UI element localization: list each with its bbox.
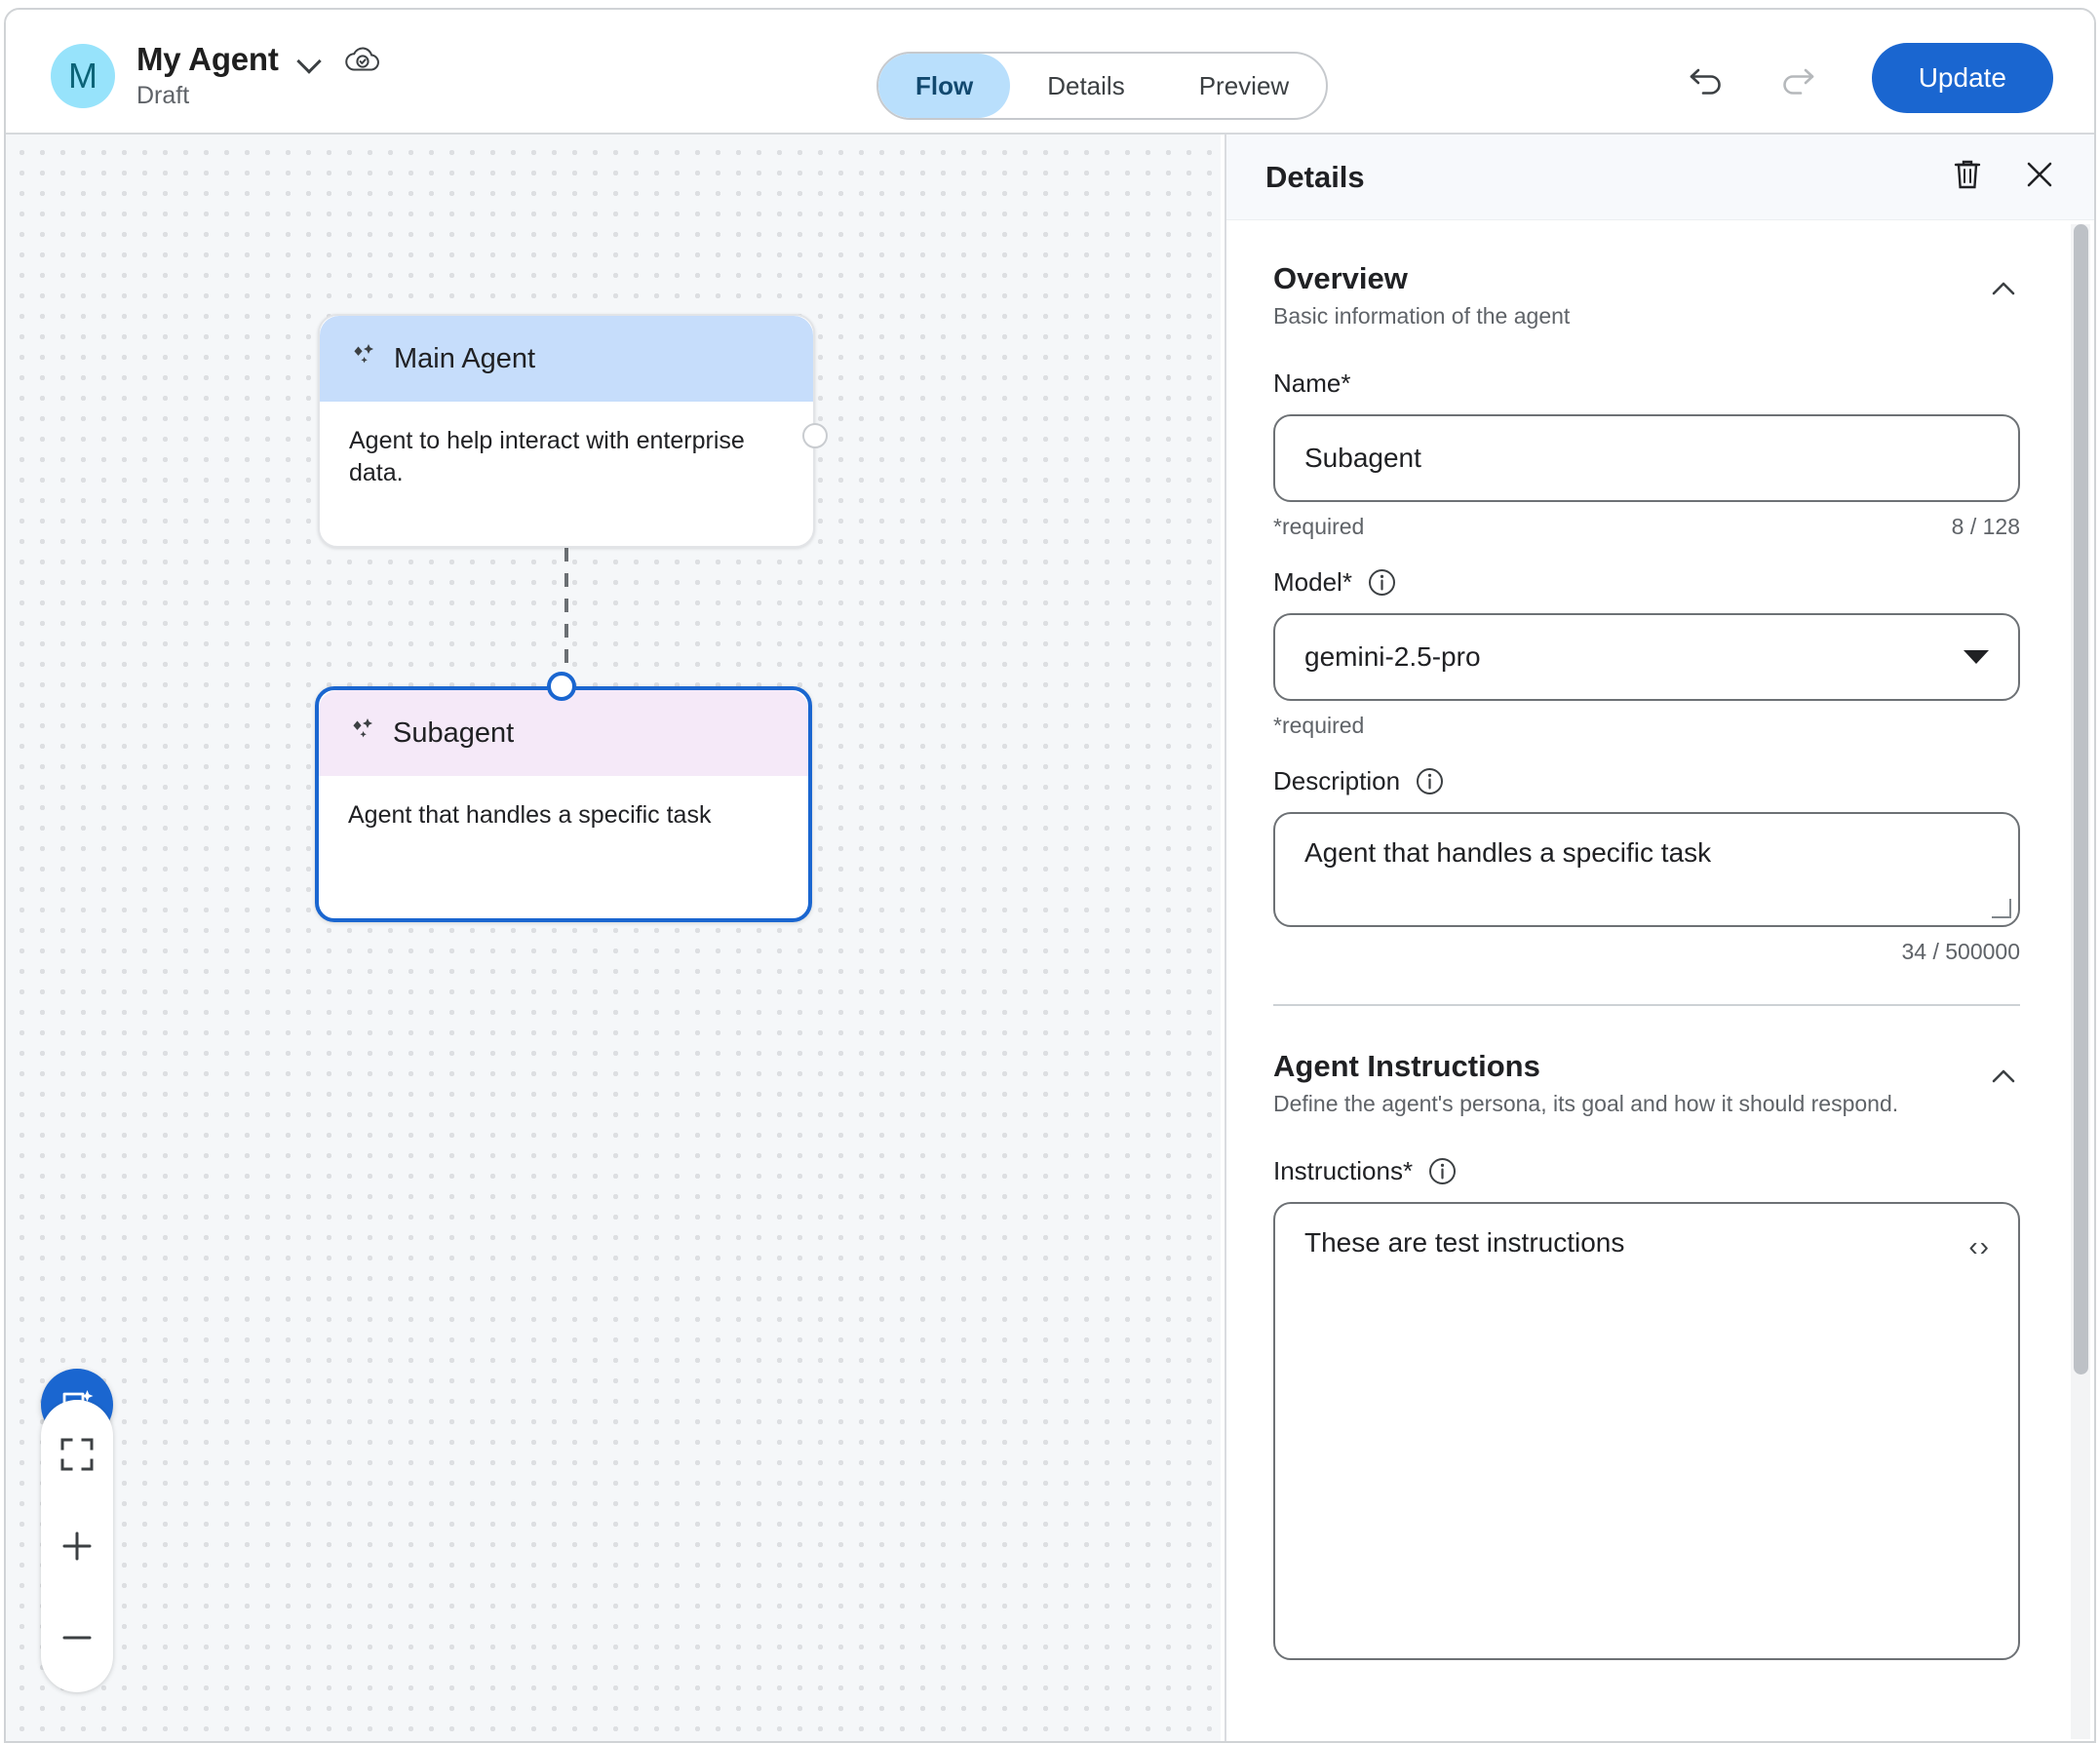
description-label-row: Description bbox=[1273, 766, 2020, 796]
avatar: M bbox=[51, 43, 115, 108]
instructions-textarea-wrapper[interactable]: These are test instructions ‹› bbox=[1273, 1202, 2020, 1660]
redo-icon[interactable] bbox=[1769, 49, 1827, 107]
name-char-count: 8 / 128 bbox=[1951, 514, 2020, 539]
zoom-out-icon[interactable] bbox=[48, 1608, 106, 1667]
model-field-group: Model* gemini-2.5-pro *required bbox=[1273, 567, 2020, 739]
node-handle-top[interactable] bbox=[547, 672, 576, 701]
identity-text: My Agent Draft bbox=[136, 41, 380, 110]
info-icon[interactable] bbox=[1416, 767, 1444, 795]
identity-row: My Agent bbox=[136, 41, 380, 78]
instructions-label: Instructions* bbox=[1273, 1156, 1414, 1185]
chevron-up-icon[interactable] bbox=[1987, 273, 2020, 306]
scrollbar-thumb[interactable] bbox=[2074, 224, 2088, 1375]
description-textarea[interactable]: Agent that handles a specific task bbox=[1273, 812, 2020, 927]
agent-instructions-subtitle: Define the agent's persona, its goal and… bbox=[1273, 1091, 1899, 1116]
fit-to-screen-icon[interactable] bbox=[48, 1425, 106, 1484]
description-label: Description bbox=[1273, 766, 1401, 795]
agent-identity: M My Agent Draft bbox=[51, 41, 380, 110]
details-scroll-area: Overview Basic information of the agent … bbox=[1226, 220, 2067, 1741]
node-header: Subagent bbox=[319, 690, 808, 776]
info-icon[interactable] bbox=[1368, 568, 1396, 597]
node-description: Agent to help interact with enterprise d… bbox=[349, 427, 745, 486]
instructions-textarea-value: These are test instructions bbox=[1304, 1227, 1625, 1258]
details-panel: Details bbox=[1225, 135, 2094, 1741]
description-field-group: Description Agent that handles a specifi… bbox=[1273, 766, 2020, 965]
instructions-field-group: Instructions* These are test instruction… bbox=[1273, 1156, 2020, 1660]
top-bar-actions: Update bbox=[1677, 43, 2053, 113]
zoom-controls bbox=[41, 1400, 113, 1692]
name-label: Name* bbox=[1273, 368, 1351, 398]
node-handle-right[interactable] bbox=[802, 423, 828, 448]
description-helper-row: 34 / 500000 bbox=[1273, 939, 2020, 965]
node-header: Main Agent bbox=[320, 316, 813, 402]
model-helper-row: *required bbox=[1273, 713, 2020, 739]
instructions-label-row: Instructions* bbox=[1273, 1156, 2020, 1186]
name-required-hint: *required bbox=[1273, 514, 1365, 539]
chevron-down-icon[interactable] bbox=[296, 47, 322, 72]
overview-title: Overview bbox=[1273, 261, 1408, 295]
model-selected-value: gemini-2.5-pro bbox=[1304, 641, 1481, 672]
update-button[interactable]: Update bbox=[1871, 43, 2053, 113]
flow-node-subagent[interactable]: Subagent Agent that handles a specific t… bbox=[315, 672, 812, 922]
overview-section-text: Overview Basic information of the agent bbox=[1273, 261, 1987, 329]
trash-icon[interactable] bbox=[1952, 158, 1983, 196]
details-title: Details bbox=[1265, 159, 1365, 194]
node-description: Agent that handles a specific task bbox=[348, 801, 712, 829]
agent-instructions-title: Agent Instructions bbox=[1273, 1049, 1540, 1083]
sparkle-icon bbox=[348, 715, 377, 752]
app-window: M My Agent Draft Flow D bbox=[4, 8, 2096, 1743]
model-select[interactable]: gemini-2.5-pro bbox=[1273, 613, 2020, 701]
flow-node-main-agent[interactable]: Main Agent Agent to help interact with e… bbox=[318, 314, 828, 548]
agent-instructions-section-header[interactable]: Agent Instructions Define the agent's pe… bbox=[1273, 1049, 2020, 1117]
overview-subtitle: Basic information of the agent bbox=[1273, 303, 1571, 329]
model-label-row: Model* bbox=[1273, 567, 2020, 598]
edge-connector bbox=[564, 548, 568, 694]
tab-details[interactable]: Details bbox=[1047, 70, 1125, 100]
description-char-count: 34 / 500000 bbox=[1901, 939, 2020, 964]
details-scrollbar[interactable] bbox=[2071, 224, 2090, 1739]
name-field-group: Name* Subagent *required 8 / 128 bbox=[1273, 368, 2020, 540]
model-required-hint: *required bbox=[1273, 713, 1365, 738]
status-badge: Draft bbox=[136, 82, 190, 109]
code-brackets-icon[interactable]: ‹› bbox=[1968, 1231, 1991, 1261]
name-input[interactable]: Subagent bbox=[1273, 414, 2020, 502]
sparkle-icon bbox=[349, 340, 378, 377]
tab-preview[interactable]: Preview bbox=[1198, 70, 1290, 100]
page-title: My Agent bbox=[136, 41, 279, 77]
node-title: Main Agent bbox=[394, 342, 536, 374]
chevron-down-icon bbox=[1964, 650, 1989, 664]
zoom-in-icon[interactable] bbox=[48, 1517, 106, 1575]
agent-instructions-section-text: Agent Instructions Define the agent's pe… bbox=[1273, 1049, 1987, 1117]
cloud-saved-icon bbox=[344, 46, 380, 73]
view-tabs: Flow Details Preview bbox=[876, 52, 1329, 120]
overview-section-header[interactable]: Overview Basic information of the agent bbox=[1273, 261, 2020, 329]
name-helper-row: *required 8 / 128 bbox=[1273, 514, 2020, 540]
name-label-row: Name* bbox=[1273, 368, 2020, 399]
tab-flow[interactable]: Flow bbox=[878, 54, 1011, 118]
flow-canvas[interactable]: Main Agent Agent to help interact with e… bbox=[6, 135, 1221, 1741]
close-icon[interactable] bbox=[2024, 159, 2055, 195]
details-panel-header: Details bbox=[1226, 135, 2094, 220]
node-title: Subagent bbox=[393, 717, 515, 749]
section-divider bbox=[1273, 1004, 2020, 1006]
node-inner: Main Agent Agent to help interact with e… bbox=[320, 316, 813, 546]
details-header-actions bbox=[1952, 158, 2055, 196]
info-icon[interactable] bbox=[1428, 1157, 1457, 1185]
top-bar: M My Agent Draft Flow D bbox=[6, 10, 2094, 135]
node-inner: Subagent Agent that handles a specific t… bbox=[319, 690, 808, 918]
chevron-up-icon[interactable] bbox=[1987, 1061, 2020, 1094]
undo-icon[interactable] bbox=[1677, 49, 1735, 107]
model-label: Model* bbox=[1273, 567, 1352, 597]
